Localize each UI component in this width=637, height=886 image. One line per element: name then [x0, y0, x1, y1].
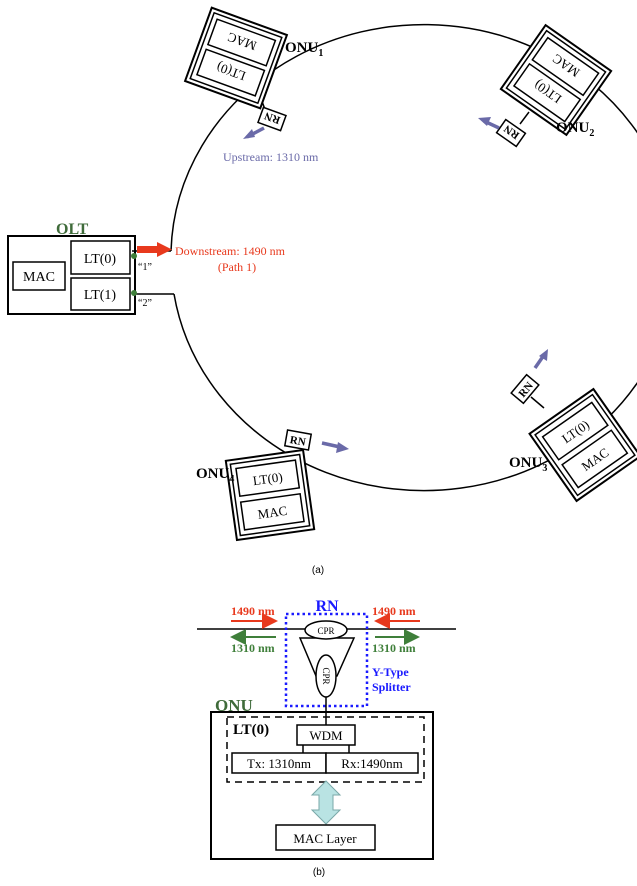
onu-2-rn: RN [495, 118, 527, 148]
olt-lt1-label: LT(1) [84, 288, 116, 303]
onu-2-box: LT(0) MAC [499, 23, 613, 137]
left-upstream-label: 1310 nm [231, 641, 275, 655]
rn-title: RN [315, 598, 339, 615]
olt: OLT MAC LT(0) LT(1) “1” “2” [7, 221, 152, 315]
mac-layer-box [275, 824, 376, 851]
onu-2-label: ONU2 [556, 120, 594, 139]
onu-2: RN LT(0) MAC ONU2 [478, 23, 613, 148]
svg-text:RN: RN [263, 109, 282, 126]
downstream-arrow-shaft [137, 246, 159, 253]
olt-lt0-box [70, 240, 131, 275]
onu-4-box: LT(0) MAC [224, 448, 316, 542]
downstream-annotation: Downstream: 1490 nm (Path 1) [137, 242, 286, 274]
olt-lt0-label: LT(0) [84, 252, 116, 267]
right-downstream-label: 1490 nm [372, 604, 416, 618]
svg-text:CPR: CPR [317, 626, 334, 636]
onu-3-box: LT(0) MAC [528, 387, 637, 503]
wdm-box [296, 724, 356, 746]
onu-1-box: LT(0) MAC [183, 6, 289, 110]
diagram-b: RN 1490 nm 1310 nm 1490 nm 1310 nm CPR C… [197, 598, 456, 878]
onu-3-rn: RN [510, 373, 540, 405]
svg-text:RN: RN [289, 434, 307, 449]
cpr-top [304, 620, 348, 640]
onu-4-rn: RN [283, 429, 313, 451]
bidirectional-arrow [310, 780, 342, 825]
svg-text:LT(0): LT(0) [252, 469, 284, 488]
olt-box [7, 235, 136, 315]
onu-1: RN LT(0) MAC ONU1 [183, 6, 323, 139]
fiber-ring [170, 23, 637, 492]
rn-box [284, 612, 369, 708]
olt-title: OLT [56, 221, 89, 238]
svg-text:MAC: MAC [257, 503, 288, 522]
onu-3-label: ONU3 [509, 455, 547, 474]
onu-3: RN LT(0) MAC ONU3 [509, 349, 637, 503]
caption-a: (a) [312, 565, 324, 576]
tx-label: Tx: 1310nm [247, 756, 311, 771]
olt-mac-box [12, 261, 66, 291]
svg-text:CPR: CPR [321, 667, 331, 684]
diagram-a: OLT MAC LT(0) LT(1) “1” “2” Downstream: … [7, 6, 637, 576]
onu-1-rn: RN [257, 106, 287, 132]
wdm-label: WDM [309, 728, 343, 743]
port-1-label: “1” [138, 262, 152, 273]
left-downstream-label: 1490 nm [231, 604, 275, 618]
downstream-arrow-head [157, 242, 172, 257]
splitter-label-line2: Splitter [372, 680, 411, 694]
rx-label: Rx:1490nm [341, 756, 402, 771]
downstream-path-label: (Path 1) [218, 260, 256, 274]
onu-4-arrow [321, 441, 341, 449]
caption-b: (b) [313, 867, 325, 878]
splitter-label-line1: Y-Type [372, 665, 409, 679]
olt-mac-label: MAC [23, 270, 55, 285]
port-2-label: “2” [138, 298, 152, 309]
onu-title: ONU [215, 696, 253, 715]
upstream-label: Upstream: 1310 nm [223, 150, 319, 164]
port-2-dot [131, 290, 137, 296]
downstream-label: Downstream: 1490 nm [175, 244, 286, 258]
lt0-title: LT(0) [233, 722, 269, 738]
y-splitter: CPR CPR [298, 620, 356, 725]
olt-lt1-box [70, 277, 131, 311]
rx-box [325, 752, 419, 774]
mac-layer-label: MAC Layer [293, 831, 357, 846]
right-upstream-label: 1310 nm [372, 641, 416, 655]
onu-1-label: ONU1 [285, 40, 323, 59]
port-1-dot [131, 253, 137, 259]
onu-4-label: ONU4 [196, 466, 234, 485]
onu-4: RN LT(0) MAC ONU4 [196, 429, 349, 542]
onu-box [210, 711, 434, 860]
